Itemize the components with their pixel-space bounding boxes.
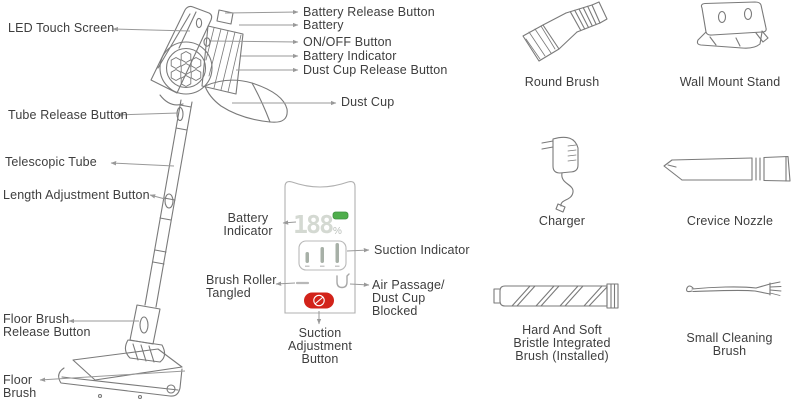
label-line: Tangled bbox=[206, 286, 251, 300]
round-brush-icon bbox=[522, 1, 608, 62]
air-passage-blocked-icon bbox=[336, 273, 350, 289]
percent-symbol: % bbox=[333, 226, 342, 237]
label-line: Hard And Soft bbox=[522, 323, 602, 337]
suction-adjustment-button-icon bbox=[304, 292, 334, 309]
wall-mount-stand-icon bbox=[696, 1, 769, 49]
hard-soft-bristle-brush-icon bbox=[493, 283, 619, 309]
label-line: Bristle Integrated bbox=[513, 336, 611, 350]
label-line: Blocked bbox=[372, 304, 418, 318]
label-brush-roller-tangled: Brush Roller Tangled bbox=[206, 274, 277, 300]
label-line: Brush (Installed) bbox=[515, 349, 609, 363]
label-line: Adjustment bbox=[287, 339, 353, 353]
label-line: Floor bbox=[3, 373, 33, 387]
label-tube-release-button: Tube Release Button bbox=[8, 108, 128, 122]
label-battery-release-button: Battery Release Button bbox=[303, 5, 435, 19]
label-floor-brush-release-button: Floor Brush Release Button bbox=[3, 313, 91, 339]
label-line: Brush bbox=[712, 344, 747, 358]
label-line: Dust Cup bbox=[372, 291, 426, 305]
label-line: Small Cleaning bbox=[686, 331, 773, 345]
leader-lines bbox=[39, 9, 370, 382]
label-air-passage-dust-cup-blocked: Air Passage/ Dust Cup Blocked bbox=[372, 279, 445, 318]
battery-charge-icon bbox=[332, 211, 349, 220]
vacuum-illustration bbox=[58, 5, 288, 400]
label-dust-cup-release-button: Dust Cup Release Button bbox=[303, 63, 448, 77]
label-battery-indicator: Battery Indicator bbox=[303, 49, 397, 63]
label-line: Floor Brush bbox=[3, 312, 70, 326]
label-telescopic-tube: Telescopic Tube bbox=[5, 155, 97, 169]
label-on-off-button: ON/OFF Button bbox=[303, 35, 392, 49]
label-charger: Charger bbox=[538, 214, 586, 228]
suction-indicator-box bbox=[298, 240, 347, 271]
label-wall-mount-stand: Wall Mount Stand bbox=[679, 75, 781, 89]
suction-level-bars bbox=[305, 243, 340, 267]
control-panel-illustration: 188 % bbox=[284, 181, 356, 314]
label-battery: Battery bbox=[303, 18, 344, 32]
small-cleaning-brush-icon bbox=[686, 281, 782, 296]
label-line: Brush bbox=[3, 386, 37, 400]
label-line: Battery bbox=[227, 211, 269, 225]
label-hard-soft-bristle-brush: Hard And Soft Bristle Integrated Brush (… bbox=[497, 324, 627, 363]
label-floor-brush: Floor Brush bbox=[3, 374, 36, 400]
label-crevice-nozzle: Crevice Nozzle bbox=[686, 214, 774, 228]
label-length-adjustment-button: Length Adjustment Button bbox=[3, 188, 150, 202]
charger-icon bbox=[541, 136, 579, 213]
label-line: Suction bbox=[298, 326, 342, 340]
label-line: Brush Roller bbox=[206, 273, 277, 287]
label-line: Indicator bbox=[223, 224, 273, 238]
label-line: Button bbox=[301, 352, 339, 366]
label-round-brush: Round Brush bbox=[524, 75, 600, 89]
label-led-touch-screen: LED Touch Screen bbox=[8, 21, 115, 35]
label-panel-battery-indicator: Battery Indicator bbox=[217, 212, 279, 238]
label-dust-cup: Dust Cup bbox=[341, 95, 395, 109]
label-line: Air Passage/ bbox=[372, 278, 445, 292]
label-line: Release Button bbox=[3, 325, 91, 339]
label-suction-adjustment-button: Suction Adjustment Button bbox=[277, 327, 363, 366]
battery-level-display: 188 bbox=[293, 210, 333, 239]
crevice-nozzle-icon bbox=[663, 155, 791, 182]
label-small-cleaning-brush: Small Cleaning Brush bbox=[667, 332, 792, 358]
panel-outline bbox=[284, 181, 356, 314]
label-suction-indicator: Suction Indicator bbox=[374, 243, 470, 257]
